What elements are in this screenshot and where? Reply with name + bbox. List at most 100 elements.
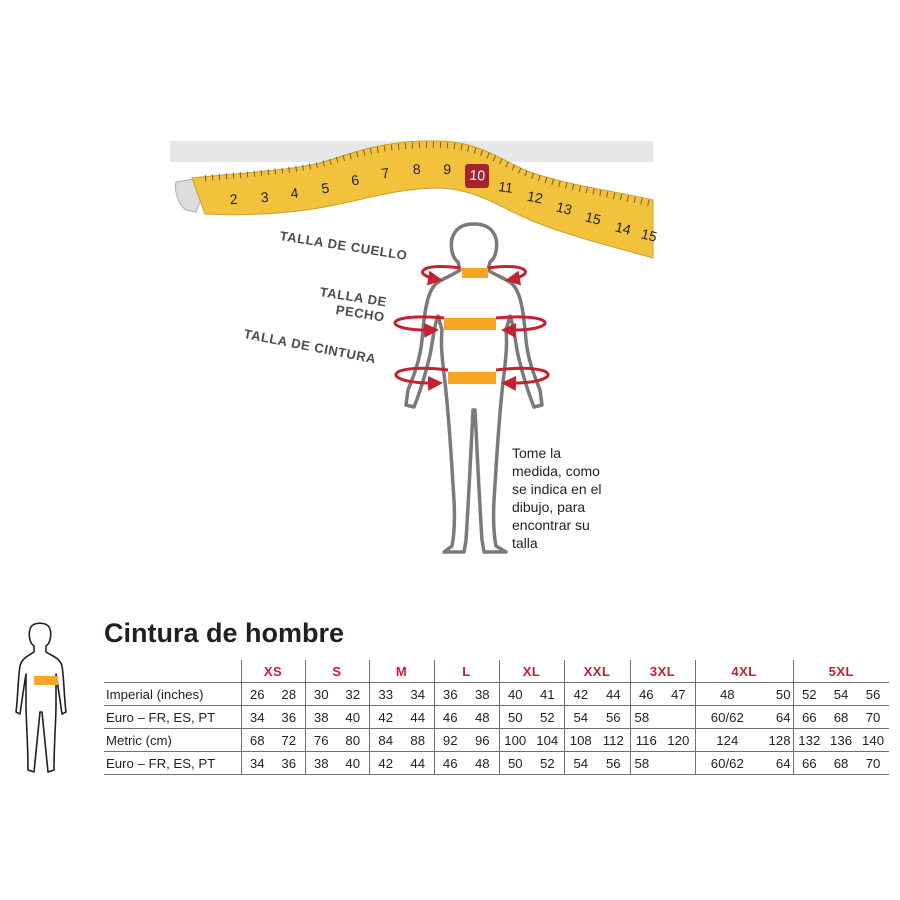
row-label: Euro – FR, ES, PT: [104, 705, 241, 729]
tape-number: 2: [229, 191, 238, 208]
table-cell: 68: [825, 705, 858, 729]
table-cell: 58: [629, 705, 663, 729]
small-body-figure: [15, 622, 67, 773]
table-cell: 88: [402, 728, 435, 752]
table-cell: 64: [759, 751, 794, 775]
table-cell: 38: [304, 705, 337, 729]
table-cell: 38: [304, 751, 337, 775]
tape-number: 4: [290, 185, 300, 202]
table-cell: 47: [662, 682, 696, 706]
table-cell: 80: [337, 728, 370, 752]
tape-number: 8: [412, 161, 421, 178]
tape-number: 15: [640, 226, 659, 245]
table-cell: 46: [433, 705, 467, 729]
table-cell: 34: [240, 751, 273, 775]
size-header-xxl: XXL: [563, 660, 631, 683]
table-cell: 92: [433, 728, 467, 752]
size-header-l: L: [433, 660, 500, 683]
tape-number: 6: [350, 171, 361, 188]
table-cell: 68: [825, 751, 858, 775]
table-cell: 42: [368, 705, 403, 729]
tape-number: 5: [320, 180, 330, 197]
table-cell: 68: [240, 728, 273, 752]
table-cell: 46: [433, 751, 467, 775]
table-cell: 76: [304, 728, 337, 752]
table-cell: 50: [498, 751, 532, 775]
tape-highlight-box: [465, 164, 489, 188]
table-cell: 44: [402, 705, 435, 729]
chest-arrow: [393, 315, 547, 338]
tape-number: 3: [260, 189, 269, 206]
table-cell: 128: [759, 728, 794, 752]
table-cell: 96: [466, 728, 500, 752]
table-cell: 52: [792, 682, 826, 706]
table-cell: 28: [273, 682, 305, 706]
table-cell: 104: [531, 728, 565, 752]
table-cell: 112: [597, 728, 631, 752]
table-cell: 42: [563, 682, 598, 706]
table-cell: 136: [825, 728, 858, 752]
table-cell: 56: [597, 751, 631, 775]
table-cell: 42: [368, 751, 403, 775]
table-cell: 54: [563, 751, 598, 775]
table-cell: 66: [792, 751, 826, 775]
tape-number: 12: [526, 188, 545, 207]
table-cell: 120: [662, 728, 696, 752]
size-header-xs: XS: [240, 660, 305, 683]
waist-band: [448, 372, 496, 384]
table-cell: 64: [759, 705, 794, 729]
size-header-5xl: 5XL: [792, 660, 890, 683]
table-cell: 41: [531, 682, 565, 706]
table-cell: 30: [304, 682, 337, 706]
table-cell: 140: [857, 728, 890, 752]
table-cell: 44: [597, 682, 631, 706]
table-cell: 38: [466, 682, 500, 706]
row-label: Metric (cm): [104, 728, 241, 752]
table-cell: [662, 751, 696, 775]
waist-arrow: [394, 366, 550, 391]
small-waist-band: [34, 676, 58, 685]
table-cell: 56: [857, 682, 890, 706]
table-cell: 48: [466, 751, 500, 775]
table-cell: 60/62: [694, 705, 760, 729]
table-cell: 40: [337, 751, 370, 775]
table-cell: 44: [402, 751, 435, 775]
tape-number: 15: [584, 209, 603, 228]
header-blank-cell: [104, 660, 241, 683]
size-header-4xl: 4XL: [694, 660, 794, 683]
table-cell: 124: [694, 728, 760, 752]
row-label: Euro – FR, ES, PT: [104, 751, 241, 775]
table-title: Cintura de hombre: [104, 618, 345, 648]
table-cell: 52: [531, 751, 565, 775]
table-cell: 32: [337, 682, 370, 706]
row-label: Imperial (inches): [104, 682, 241, 706]
table-cell: 48: [694, 682, 760, 706]
table-cell: 46: [629, 682, 663, 706]
table-cell: 58: [629, 751, 663, 775]
table-cell: 70: [857, 705, 890, 729]
table-cell: 70: [857, 751, 890, 775]
table-cell: 66: [792, 705, 826, 729]
table-cell: 34: [240, 705, 273, 729]
table-cell: 26: [240, 682, 273, 706]
table-cell: 36: [273, 705, 305, 729]
tape-number: 10: [469, 166, 486, 183]
tape-number: 7: [380, 165, 390, 182]
size-header-s: S: [304, 660, 370, 683]
table-cell: 40: [498, 682, 532, 706]
measuring-tape: [191, 140, 654, 259]
table-cell: 84: [368, 728, 403, 752]
table-cell: 54: [825, 682, 858, 706]
table-cell: 56: [597, 705, 631, 729]
tape-number: 14: [614, 219, 633, 238]
table-cell: 52: [531, 705, 565, 729]
table-cell: 40: [337, 705, 370, 729]
size-header-xl: XL: [498, 660, 565, 683]
neck-arrow: [421, 264, 527, 286]
tape-number: 11: [497, 178, 514, 196]
